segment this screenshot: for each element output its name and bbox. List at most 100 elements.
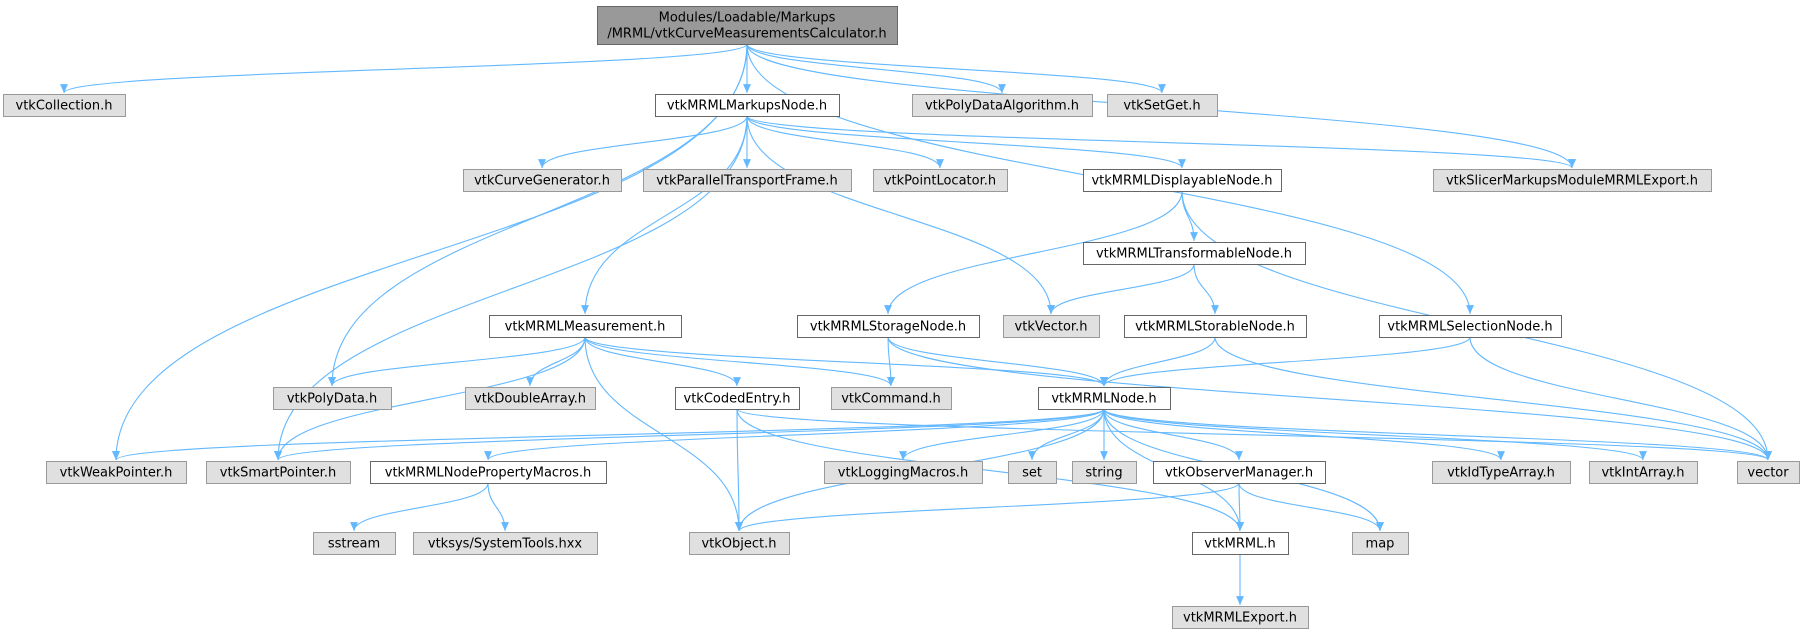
edge-vtkMRMLStorageNode-to-vtkCommand — [887, 336, 895, 387]
node-label: vtkMRMLDisplayableNode.h — [1091, 174, 1272, 189]
node-box — [689, 532, 790, 555]
node-label: vtkCurveGenerator.h — [474, 174, 610, 189]
node-label: vtkMRML.h — [1204, 537, 1275, 552]
node-box — [3, 94, 126, 117]
node-box — [1038, 387, 1171, 410]
node-label: vtkCodedEntry.h — [684, 392, 791, 407]
edge-vtkMRMLNode-to-set — [1028, 408, 1105, 461]
edge-vtkMRMLNode-to-vtkLoggingMacros — [899, 408, 1105, 461]
node-vtkLoggingMacros: vtkLoggingMacros.h — [824, 461, 983, 484]
node-label: vtkPointLocator.h — [884, 174, 996, 189]
edge-root-to-vtkCollection — [60, 43, 748, 94]
node-label: map — [1366, 537, 1395, 552]
edge-vtkMRMLMarkupsNode-to-vtkMRMLMeasurement — [581, 115, 748, 315]
edge-vtkMRMLSelectionNode-to-vector — [1469, 336, 1772, 461]
node-label: string — [1085, 466, 1122, 481]
node-label: vtkDoubleArray.h — [474, 392, 586, 407]
node-vtkVector: vtkVector.h — [1003, 315, 1100, 338]
node-label: vtkLoggingMacros.h — [838, 466, 968, 481]
node-vtkMRMLStorableNode[interactable]: vtkMRMLStorableNode.h — [1124, 315, 1307, 338]
edge-vtkMRMLTransformableNode-to-vtkVector — [1047, 263, 1195, 315]
node-label: vtkObject.h — [701, 537, 776, 552]
header-nodes: Modules/Loadable/Markups/MRML/vtkCurveMe… — [3, 6, 1800, 629]
node-vtkSlicerMarkupsModuleMRMLExport: vtkSlicerMarkupsModuleMRMLExport.h — [1433, 169, 1712, 192]
node-label: vtkSetGet.h — [1123, 99, 1200, 114]
node-label: vtkIdTypeArray.h — [1447, 466, 1555, 481]
edge-vtkMRMLNodePropertyMacros-to-vtksysSystemTools — [487, 482, 509, 532]
node-box — [313, 532, 396, 555]
edge-root-to-vtkWeakPointer — [112, 43, 748, 461]
edge-vtkMRMLNodePropertyMacros-to-sstream — [350, 482, 489, 532]
node-box — [1083, 242, 1306, 265]
node-vtkMRMLExport: vtkMRMLExport.h — [1172, 606, 1309, 629]
node-box — [465, 387, 596, 410]
node-label: vtkMRMLTransformableNode.h — [1096, 247, 1292, 262]
edge-vtkMRMLMarkupsNode-to-vtkSlicerMarkupsModuleMRMLExport — [746, 115, 1576, 169]
node-label: vtkCommand.h — [841, 392, 941, 407]
node-label: vtkMRMLNodePropertyMacros.h — [385, 466, 591, 481]
edge-vtkCodedEntry-to-vtkObject — [735, 408, 743, 532]
node-vtkMRML[interactable]: vtkMRML.h — [1192, 532, 1289, 555]
node-string: string — [1072, 461, 1137, 484]
edge-vtkMRMLStorableNode-to-vtkMRMLNode — [1100, 336, 1216, 387]
node-box — [1192, 532, 1289, 555]
node-vtkMRMLNodePropertyMacros[interactable]: vtkMRMLNodePropertyMacros.h — [370, 461, 607, 484]
node-vtkMRMLMeasurement[interactable]: vtkMRMLMeasurement.h — [489, 315, 682, 338]
node-vtkIntArray: vtkIntArray.h — [1589, 461, 1698, 484]
node-box — [1737, 461, 1800, 484]
node-label: vtkMRMLStorageNode.h — [810, 320, 966, 335]
node-set: set — [1008, 461, 1057, 484]
edge-vtkMRMLNode-to-vtkMRMLNodePropertyMacros — [484, 408, 1105, 461]
node-box — [489, 315, 682, 338]
node-vtkObject: vtkObject.h — [689, 532, 790, 555]
edge-vtkMRMLTransformableNode-to-vtkMRMLStorableNode — [1193, 263, 1219, 315]
edge-vtkMRMLMeasurement-to-vtkCodedEntry — [584, 336, 741, 387]
edge-root-to-vtkSetGet — [746, 43, 1166, 94]
node-label: sstream — [328, 537, 380, 552]
node-box — [912, 94, 1093, 117]
node-box — [1153, 461, 1326, 484]
node-box — [1589, 461, 1698, 484]
node-vtkSetGet: vtkSetGet.h — [1107, 94, 1218, 117]
node-box — [413, 532, 598, 555]
node-box — [643, 169, 852, 192]
node-box — [1432, 461, 1571, 484]
node-box — [1172, 606, 1309, 629]
node-box — [655, 94, 840, 117]
node-vtkObserverManager[interactable]: vtkObserverManager.h — [1153, 461, 1326, 484]
node-label: vector — [1747, 466, 1789, 481]
node-vtkMRMLStorageNode[interactable]: vtkMRMLStorageNode.h — [797, 315, 980, 338]
node-vtkMRMLTransformableNode[interactable]: vtkMRMLTransformableNode.h — [1083, 242, 1306, 265]
node-vtksysSystemTools: vtksys/SystemTools.hxx — [413, 532, 598, 555]
node-vtkMRMLSelectionNode[interactable]: vtkMRMLSelectionNode.h — [1379, 315, 1562, 338]
edge-vtkMRMLDisplayableNode-to-vtkMRMLStorageNode — [884, 190, 1183, 315]
node-vtkMRMLNode[interactable]: vtkMRMLNode.h — [1038, 387, 1171, 410]
node-box — [1352, 532, 1409, 555]
node-map: map — [1352, 532, 1409, 555]
node-label: vtkPolyDataAlgorithm.h — [925, 99, 1079, 114]
node-vtkWeakPointer: vtkWeakPointer.h — [46, 461, 187, 484]
node-root[interactable]: Modules/Loadable/Markups/MRML/vtkCurveMe… — [597, 6, 898, 45]
node-box — [1379, 315, 1562, 338]
edge-vtkMRMLNode-to-vtkIdTypeArray — [1103, 408, 1505, 461]
node-vtkParallelTransportFrame: vtkParallelTransportFrame.h — [643, 169, 852, 192]
node-sstream: sstream — [313, 532, 396, 555]
node-vtkMRMLDisplayableNode[interactable]: vtkMRMLDisplayableNode.h — [1083, 169, 1282, 192]
node-label: vtkMRMLSelectionNode.h — [1387, 320, 1552, 335]
edge-vtkMRMLMarkupsNode-to-vtkPointLocator — [746, 115, 944, 169]
node-vtkPointLocator: vtkPointLocator.h — [873, 169, 1008, 192]
node-vtkMRMLMarkupsNode[interactable]: vtkMRMLMarkupsNode.h — [655, 94, 840, 117]
edge-vtkMRMLMarkupsNode-to-vtkVector — [746, 115, 1055, 315]
edge-vtkMRMLMeasurement-to-vtkPolyData — [328, 336, 586, 387]
edge-vtkMRMLNode-to-vector — [1103, 408, 1772, 461]
node-vtkCodedEntry[interactable]: vtkCodedEntry.h — [675, 387, 800, 410]
node-box — [824, 461, 983, 484]
edge-vtkCodedEntry-to-vector — [736, 408, 1772, 461]
node-box — [831, 387, 952, 410]
node-label: vtkMRMLMeasurement.h — [505, 320, 666, 335]
edge-vtkMRMLMeasurement-to-vtkMRMLNode — [584, 336, 1108, 387]
node-box — [675, 387, 800, 410]
node-label: vtkSmartPointer.h — [220, 466, 336, 481]
node-box — [46, 461, 187, 484]
node-vtkPolyDataAlgorithm: vtkPolyDataAlgorithm.h — [912, 94, 1093, 117]
